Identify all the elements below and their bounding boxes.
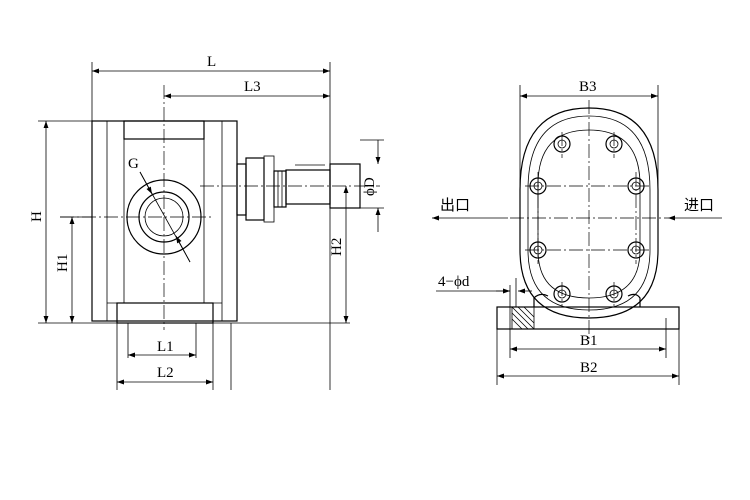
label-outlet: 出口 (440, 196, 470, 214)
label-H: H (29, 211, 45, 222)
pump-cover-outer (519, 107, 659, 319)
front-view: L L3 G ϕD H H1 (29, 54, 384, 390)
dim-phiD: ϕD (362, 140, 381, 232)
pump-body (91, 120, 238, 322)
dim-H1: H1 (55, 217, 75, 323)
dim-L3: L3 (164, 79, 330, 99)
inlet-arrow: 进口 (668, 196, 722, 221)
extension-lines (38, 62, 384, 390)
dim-H2: H2 (329, 186, 349, 323)
dim-holes: 4−ϕd (436, 274, 532, 294)
shaft-assembly (236, 155, 361, 223)
outlet-arrow: 出口 (432, 196, 508, 221)
label-L2: L2 (157, 365, 174, 381)
bolts (529, 135, 645, 303)
dim-H: H (29, 121, 49, 323)
label-L: L (207, 54, 216, 70)
label-L3: L3 (244, 79, 261, 95)
dim-L: L (92, 54, 330, 74)
label-B2: B2 (580, 360, 598, 376)
base-plate (496, 293, 680, 330)
side-centerlines (510, 100, 668, 340)
pump-cover-inner (527, 115, 651, 311)
side-extension-lines (496, 85, 680, 385)
label-G: G (128, 156, 139, 172)
side-view: B3 出口 进口 4−ϕd B1 B2 (432, 79, 722, 385)
dim-G: G (128, 156, 191, 263)
dim-B1: B1 (510, 333, 666, 352)
label-H1: H1 (55, 254, 71, 272)
label-H2: H2 (329, 238, 345, 256)
label-inlet: 进口 (684, 196, 714, 214)
dim-L2: L2 (117, 365, 213, 385)
label-L1: L1 (157, 339, 174, 355)
base-foot (116, 302, 214, 324)
label-phiD: ϕD (362, 177, 378, 196)
label-holes: 4−ϕd (438, 274, 470, 290)
label-B3: B3 (579, 79, 597, 95)
dim-B3: B3 (520, 79, 658, 99)
label-B1: B1 (580, 333, 598, 349)
dim-L1: L1 (128, 339, 196, 358)
dim-B2: B2 (497, 360, 679, 379)
